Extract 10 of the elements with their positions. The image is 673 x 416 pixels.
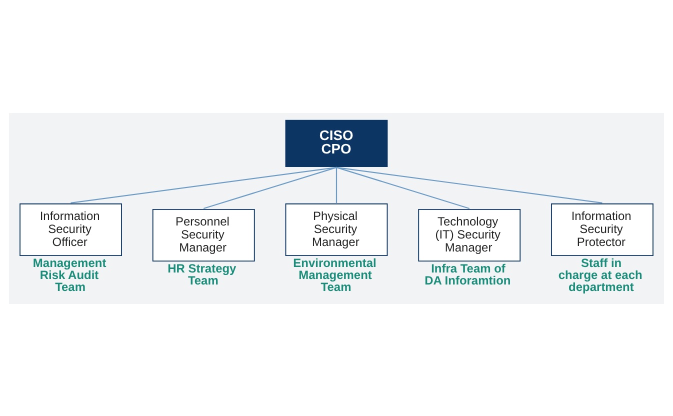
connector	[336, 166, 338, 202]
connector	[70, 166, 337, 204]
node-label: Management Risk Audit Team	[32, 256, 106, 294]
node-label: Environmental Management Team	[293, 256, 376, 294]
node-label: HR Strategy Team	[168, 261, 236, 288]
node-label: Infra Team of DA Inforamtion	[424, 261, 511, 288]
connector	[203, 166, 337, 209]
connector	[336, 166, 602, 204]
node-label: Staff in charge at each department	[558, 256, 642, 294]
connector	[336, 166, 470, 209]
